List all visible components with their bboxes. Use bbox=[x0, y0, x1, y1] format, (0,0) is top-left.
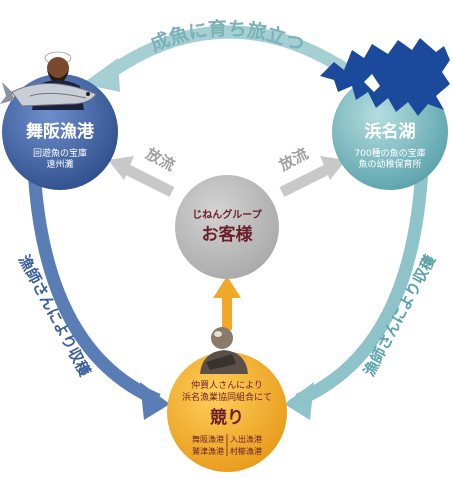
release-arrow-right-label: 放流 bbox=[275, 145, 311, 175]
auction-line2: 浜名漁業協同組合にて bbox=[182, 391, 272, 403]
broker-icon bbox=[200, 327, 248, 374]
maisaka-line1: 回遊魚の宝庫 bbox=[33, 147, 87, 159]
customer-circle bbox=[175, 175, 279, 279]
maisaka-node: 舞阪漁港 回遊魚の宝庫 遠州灘 bbox=[0, 51, 118, 190]
auction-title: 競り bbox=[210, 407, 244, 428]
hamanako-line1: 700種の魚の宝庫 bbox=[354, 147, 425, 159]
growth-arrow-label: 成魚に育ち旅立つ bbox=[147, 17, 307, 57]
harvest-arrow-left: 漁師さんにより収穫 bbox=[15, 167, 170, 420]
hamanako-node: 浜名湖 700種の魚の宝庫 魚の幼稚保育所 bbox=[320, 38, 450, 190]
harvest-arrow-left-shaft bbox=[27, 167, 161, 406]
auction-line1: 仲買人さんにより bbox=[191, 379, 263, 391]
lake-map-icon bbox=[320, 38, 450, 116]
customer-title: お客様 bbox=[202, 224, 254, 245]
release-arrow-left-shaft bbox=[121, 163, 175, 197]
auction-port-4: 村櫛漁港 bbox=[230, 446, 262, 456]
harvest-arrow-right-head bbox=[284, 382, 314, 420]
harvest-arrow-right: 漁師さんにより収穫 bbox=[284, 167, 440, 420]
customer-subtitle: じねんグループ bbox=[192, 208, 262, 221]
release-arrow-left: 放流 bbox=[108, 144, 178, 197]
release-arrow-right: 放流 bbox=[275, 145, 346, 197]
growth-arrow: 成魚に育ち旅立つ bbox=[82, 17, 356, 92]
auction-port-3: 入出漁港 bbox=[230, 434, 262, 444]
maisaka-title: 舞阪漁港 bbox=[26, 121, 95, 142]
lake-map-island bbox=[364, 74, 380, 92]
growth-arrow-shaft bbox=[104, 25, 356, 80]
auction-node: 仲買人さんにより 浜名漁業協同組合にて 競り 舞阪漁港 鷲津漁港 入出漁港 村櫛… bbox=[167, 327, 287, 472]
maisaka-line2: 遠州灘 bbox=[46, 158, 73, 170]
auction-port-2: 鷲津漁港 bbox=[192, 446, 224, 456]
auction-port-1: 舞阪漁港 bbox=[192, 434, 224, 444]
harvest-arrow-right-shaft bbox=[295, 167, 429, 406]
release-arrow-right-shaft bbox=[279, 163, 333, 197]
release-arrow-left-head bbox=[108, 156, 134, 180]
customer-node: じねんグループ お客様 bbox=[175, 175, 279, 279]
release-arrow-left-label: 放流 bbox=[142, 144, 178, 174]
auction-circle bbox=[167, 352, 287, 472]
sale-arrow-head bbox=[213, 276, 241, 298]
hamanako-line2: 魚の幼稚保育所 bbox=[358, 158, 421, 170]
fisherman-with-tuna-icon bbox=[0, 51, 97, 110]
release-arrow-right-head bbox=[320, 156, 346, 180]
sale-arrow bbox=[213, 276, 241, 330]
hamanako-title: 浜名湖 bbox=[365, 121, 416, 142]
harvest-arrow-left-head bbox=[140, 382, 170, 420]
